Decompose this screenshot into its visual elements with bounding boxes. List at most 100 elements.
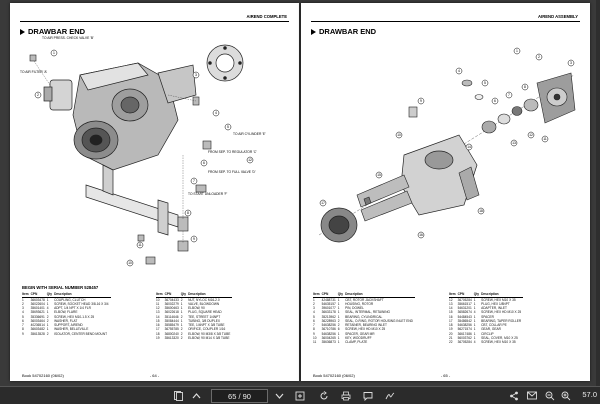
- vertical-scrollbar[interactable]: [596, 0, 600, 386]
- page-up-icon[interactable]: [190, 389, 202, 402]
- svg-text:12: 12: [529, 133, 533, 137]
- cell-cpn: 36755785: [164, 327, 179, 332]
- cell-qty: 1: [337, 314, 340, 319]
- rotate-icon[interactable]: [318, 389, 330, 402]
- footer-book: Book 54702160 (06/02): [22, 373, 64, 378]
- cell-cpn: 56271574: [457, 327, 472, 332]
- col-cpn: CPN: [164, 292, 181, 298]
- zoom-level[interactable]: 57.0: [582, 390, 597, 399]
- cell-item: 1: [22, 297, 24, 302]
- page-64: AIREND COMPLETE DRAWBAR END: [10, 3, 299, 381]
- cell-description: SUPPORT, AIREND: [54, 323, 83, 328]
- cell-cpn: 54638256: [321, 323, 336, 328]
- cell-cpn: 40236514: [30, 323, 45, 328]
- cell-description: VALVE, BLOWDOWN: [188, 301, 220, 306]
- cell-qty: 1: [337, 340, 340, 345]
- col-description: Description: [481, 292, 524, 298]
- cell-qty: 1: [46, 327, 49, 332]
- mail-icon[interactable]: [526, 389, 538, 402]
- signature-icon[interactable]: [384, 389, 396, 402]
- svg-text:9: 9: [193, 237, 195, 241]
- cell-qty: 1: [46, 301, 49, 306]
- svg-text:9: 9: [420, 99, 422, 103]
- cell-item: 4: [22, 310, 24, 315]
- comment-icon[interactable]: [362, 389, 374, 402]
- cell-description: SEAL, O-RING, ROTOR HOUSING INLET END: [345, 318, 413, 323]
- cell-qty: 4: [473, 340, 476, 345]
- cell-cpn: 39601077: [321, 306, 336, 311]
- cell-qty: 1: [180, 318, 183, 323]
- cell-description: SPACER: [481, 314, 494, 319]
- cell-qty: 1: [180, 306, 183, 311]
- svg-text:3: 3: [195, 73, 197, 77]
- cell-item: 9: [22, 331, 24, 336]
- cell-cpn: 54635157: [321, 301, 336, 306]
- col-cpn: CPN: [321, 292, 338, 298]
- fit-icon[interactable]: [294, 389, 306, 402]
- cell-qty: 1: [46, 297, 49, 302]
- zoom-out-icon[interactable]: [544, 389, 556, 402]
- cell-qty: 1: [337, 301, 340, 306]
- cell-cpn: 35486542: [457, 318, 472, 323]
- cell-item: 17: [156, 327, 160, 332]
- col-item: Item: [156, 292, 165, 298]
- cell-cpn: 36705284: [457, 297, 472, 302]
- cell-item: 20: [449, 331, 453, 336]
- cell-qty: 1: [180, 310, 183, 315]
- cell-description: SCREW, HEX M10 X 35: [481, 340, 516, 345]
- cell-cpn: 35084444: [164, 318, 179, 323]
- svg-text:15: 15: [377, 173, 381, 177]
- cell-description: PLUG, SQUARE HEAD: [188, 310, 222, 315]
- header-rule: [311, 21, 580, 22]
- cell-description: SCREW, HEX M10-1.5 X 25: [54, 314, 95, 319]
- cell-qty: 1: [473, 331, 476, 336]
- cell-item: 7: [313, 323, 315, 328]
- callout-start-unloader: TO START UNLOADER 'F': [188, 192, 228, 196]
- cell-qty: 1: [337, 297, 340, 302]
- cell-qty: 2: [180, 327, 183, 332]
- share-icon[interactable]: [508, 389, 520, 402]
- cell-qty: 1: [46, 323, 49, 328]
- pages-icon[interactable]: [172, 389, 184, 402]
- cell-qty: 2: [180, 297, 183, 302]
- cell-cpn: 42488731: [321, 297, 336, 302]
- svg-text:12: 12: [248, 158, 252, 162]
- cell-description: COUPLING, CLUTCH: [54, 297, 86, 302]
- cell-item: 22: [449, 340, 453, 345]
- svg-text:3: 3: [570, 61, 572, 65]
- cell-item: 15: [156, 318, 160, 323]
- cell-qty: 1: [473, 323, 476, 328]
- cell-qty: 1: [337, 331, 340, 336]
- svg-text:6: 6: [203, 161, 205, 165]
- svg-text:7: 7: [193, 179, 195, 183]
- cell-description: SCREW, SOCKET HEAD 3/8-16 X 3/4: [54, 301, 109, 306]
- cell-description: SEAL, INTERMAL, RETAINING: [345, 310, 391, 315]
- cell-qty: 1: [46, 310, 49, 315]
- cell-cpn: 36022618: [164, 310, 179, 315]
- footer-book: Book 54702160 (06/02): [313, 373, 355, 378]
- print-icon[interactable]: [340, 389, 352, 402]
- cell-item: 3: [313, 306, 315, 311]
- cell-cpn: 36228963: [321, 318, 336, 323]
- zoom-in-icon[interactable]: [560, 389, 572, 402]
- cell-description: SCREW, HEX M10 X 35: [481, 297, 516, 302]
- page-number-input[interactable]: 65 / 90: [211, 389, 268, 403]
- page-down-icon[interactable]: [273, 389, 285, 402]
- cell-item: 2: [313, 301, 315, 306]
- svg-text:18: 18: [479, 209, 483, 213]
- cell-description: CBT, ROTOR JACKSHAFT: [345, 297, 384, 302]
